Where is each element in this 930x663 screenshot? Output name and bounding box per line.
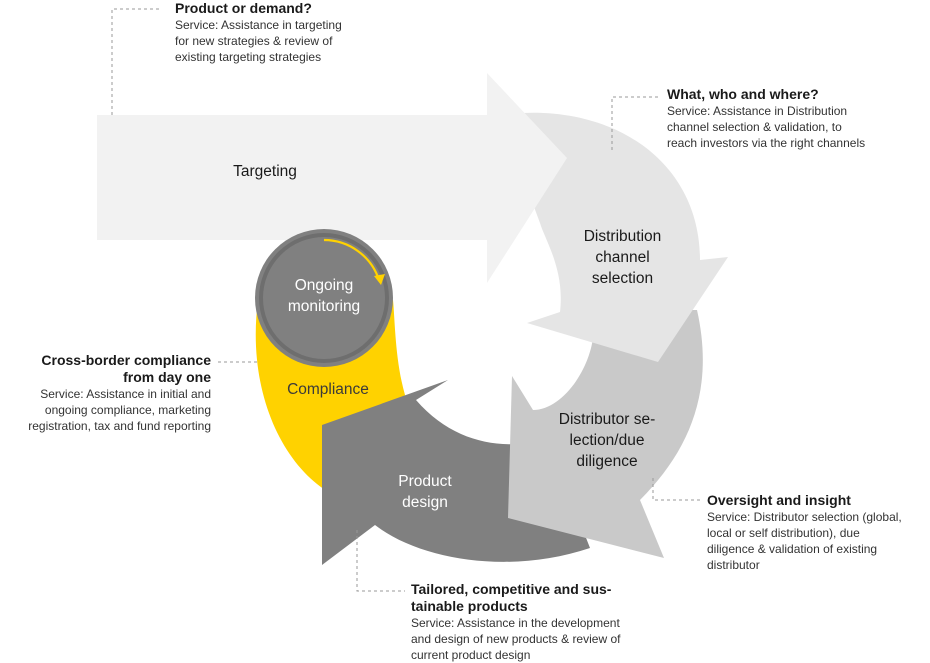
monitoring-cycle-arrow <box>323 238 381 281</box>
product-design-label: Product design <box>398 473 452 511</box>
monitoring-ring <box>259 233 389 363</box>
annotation-title: Cross-border compliance <box>41 352 211 368</box>
leader-line-tailored <box>356 530 405 592</box>
annotation-title: What, who and where? <box>667 86 819 102</box>
leader-line-what-who-where <box>611 96 660 150</box>
compliance-label: Compliance <box>287 381 369 398</box>
distribution-label: Distribution channel selection <box>583 228 662 287</box>
annotation-title: Product or demand? <box>175 0 312 16</box>
annotation-oversight: Oversight and insight Service: Distribut… <box>707 492 902 572</box>
monitoring-label: Ongoing monitoring <box>287 277 361 315</box>
annotation-title: Oversight and insight <box>707 492 851 508</box>
monitoring-arrow-head-icon <box>374 274 385 285</box>
monitoring-circle <box>255 229 393 367</box>
diligence-arrow <box>508 310 703 558</box>
targeting-label: Targeting <box>233 163 297 180</box>
annotation-title: Tailored, competitive and sus- <box>411 581 612 597</box>
annotation-cross-border: Cross-border compliance from day one Ser… <box>28 352 211 433</box>
annotation-product-demand: Product or demand? Service: Assistance i… <box>175 0 342 64</box>
diligence-label: Distributor se- lection/due diligence <box>558 411 656 470</box>
annotation-tailored: Tailored, competitive and sus- tainable … <box>411 581 621 662</box>
leader-line-product-demand <box>111 8 160 115</box>
distribution-arrow <box>500 112 728 362</box>
leader-line-oversight <box>652 478 700 501</box>
annotation-what-who-where: What, who and where? Service: Assistance… <box>667 86 866 150</box>
targeting-arrow <box>97 73 567 283</box>
